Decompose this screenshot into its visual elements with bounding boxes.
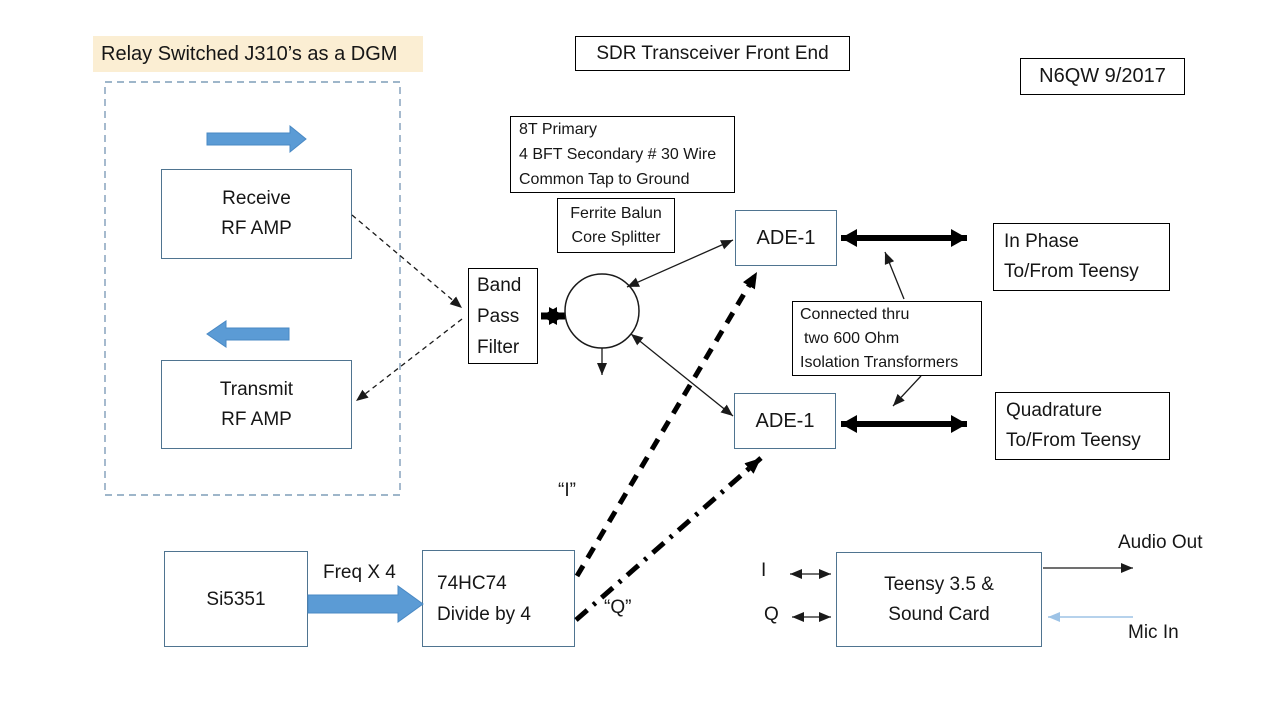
si5351-block: Si5351 (164, 551, 308, 647)
title-banner: Relay Switched J310’s as a DGM (93, 36, 423, 72)
transformer-note-line: Common Tap to Ground (519, 171, 690, 188)
teensy-line: Teensy 3.5 & (884, 573, 994, 595)
transformer-note-line: 8T Primary (519, 121, 597, 138)
byline-box: N6QW 9/2017 (1020, 58, 1185, 95)
balun-note-box: Ferrite Balun Core Splitter (557, 198, 675, 253)
ade1-top-block: ADE-1 (735, 210, 837, 266)
si5351-label: Si5351 (206, 588, 266, 610)
isolation-note-line: two 600 Ohm (804, 329, 900, 347)
in-phase-box: In Phase To/From Teensy (993, 223, 1170, 291)
receive-line: RF AMP (221, 218, 292, 239)
in-phase-line: In Phase (1004, 231, 1079, 252)
isolation-note-line: Isolation Transformers (800, 353, 959, 371)
divider-line: 74HC74 (437, 572, 507, 594)
bpf-line: Band (477, 274, 522, 296)
isolation-note-box: Connected thru two 600 Ohm Isolation Tra… (792, 301, 982, 376)
q-signal-label: “Q” (604, 597, 632, 618)
isolation-note-lower-pointer (892, 375, 922, 407)
receive-direction-arrow (206, 124, 307, 154)
quadrature-line: Quadrature (1006, 400, 1103, 421)
q-lo-dashdot-line (574, 456, 763, 622)
i-signal-label: “I” (558, 480, 576, 501)
receive-rf-amp-block: Receive RF AMP (161, 169, 352, 259)
teensy-i-port-label: I (761, 560, 767, 581)
receive-line: Receive (222, 188, 291, 209)
diagram-title-box: SDR Transceiver Front End (575, 36, 850, 71)
freq-multiplier-label: Freq X 4 (323, 562, 396, 583)
teensy-block: Teensy 3.5 & Sound Card (836, 552, 1042, 647)
transmit-line: Transmit (219, 378, 294, 400)
transmit-rf-amp-block: Transmit RF AMP (161, 360, 352, 449)
mic-in-label: Mic In (1128, 622, 1179, 643)
teensy-line: Sound Card (888, 603, 990, 625)
transmit-direction-arrow (206, 320, 290, 348)
transmit-line: RF AMP (221, 408, 292, 430)
transformer-note-line: 4 BFT Secondary # 30 Wire (519, 146, 717, 163)
splitter-circle (564, 273, 640, 349)
balun-note-line: Ferrite Balun (570, 204, 662, 222)
title-banner-text: Relay Switched J310’s as a DGM (101, 42, 398, 65)
diagram-title: SDR Transceiver Front End (596, 43, 829, 64)
bpf-line: Pass (477, 305, 520, 327)
balun-note-line: Core Splitter (571, 228, 661, 246)
ade1-bottom-block: ADE-1 (734, 393, 836, 449)
bpf-line: Filter (477, 336, 520, 358)
divider-block: 74HC74 Divide by 4 (422, 550, 575, 647)
receive-to-bpf-line (351, 214, 463, 309)
teensy-q-port-label: Q (764, 604, 779, 625)
isolation-note-line: Connected thru (800, 305, 910, 323)
in-phase-line: To/From Teensy (1004, 261, 1139, 282)
audio-out-label: Audio Out (1118, 532, 1203, 553)
isolation-note-upper-pointer (884, 251, 905, 300)
byline-text: N6QW 9/2017 (1039, 65, 1166, 87)
freq-x4-arrow (307, 585, 424, 623)
transformer-note-box: 8T Primary 4 BFT Secondary # 30 Wire Com… (510, 116, 735, 193)
quadrature-line: To/From Teensy (1006, 430, 1141, 451)
band-pass-filter-block: Band Pass Filter (468, 268, 538, 364)
splitter-to-ade1-bottom-line (630, 333, 734, 417)
quadrature-box: Quadrature To/From Teensy (995, 392, 1170, 460)
ade1-bottom-label: ADE-1 (755, 409, 815, 432)
bpf-to-transmit-line (355, 318, 463, 402)
divider-line: Divide by 4 (437, 603, 531, 625)
i-lo-dashed-line (574, 270, 760, 578)
ade1-top-label: ADE-1 (756, 226, 816, 249)
